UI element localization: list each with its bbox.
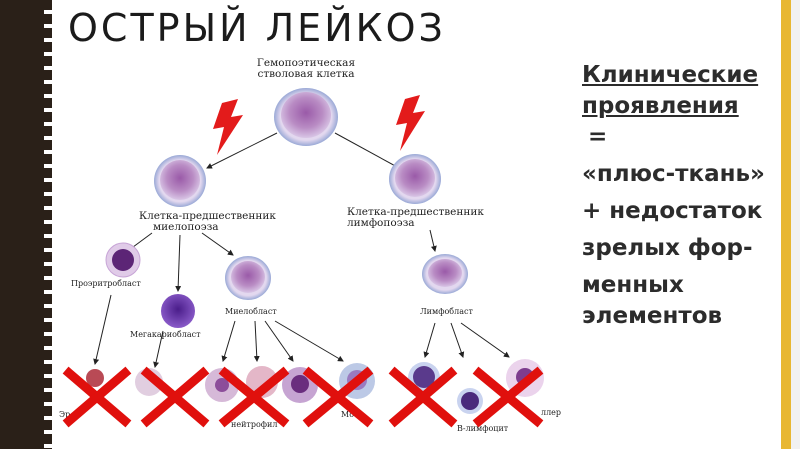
arrow [274,320,344,362]
myeloid-precursor-cell [154,155,206,207]
arrow [423,322,436,358]
arrow [460,322,510,358]
cross-marks [62,366,544,428]
left-frame-decoration [0,0,52,449]
proerythroblast-cell [105,242,141,278]
monocyte-label: Мо [341,410,354,419]
clinical-text-block: Клинические проявления = «плюс-ткань» + … [582,60,782,332]
slide-title: ОСТРЫЙ ЛЕЙКОЗ [68,6,446,50]
arrow [175,234,182,292]
megakaryoblast-label: Мегакариобласт [130,330,201,339]
arrow [253,320,260,362]
arrow [93,294,112,365]
myeloid-precursor-label-1: Клетка-предшественник [139,210,276,222]
right-gold-bar [781,0,791,449]
mature-forms-text: зрелых фор- [582,235,753,261]
arrow [450,322,465,358]
clinical-heading-2: проявления [582,93,739,119]
plus-tissue-text: «плюс-ткань» [582,161,765,187]
right-edge [791,0,800,449]
arrow [264,320,294,362]
cross-icon [62,366,132,428]
myeloblast-cell [225,256,271,300]
clinical-heading-1: Клинические [582,62,759,88]
myeloblast-label: Миелобласт [225,307,277,316]
cross-icon [388,366,458,428]
deficiency-text: + недостаток [582,198,763,224]
bottom-cells [86,359,544,414]
stem-cell-label-1: Гемопоэтическая [257,57,356,69]
equals-sign: = [588,124,608,150]
arrow [206,132,278,169]
lymphoid-precursor-label-2: лимфопоэза [347,217,415,229]
proerythroblast-label: Проэритробласт [71,279,141,288]
cross-icon [472,366,544,428]
arrow [429,229,437,252]
b-lymphocyte-label: В-лимфоцит [457,424,509,433]
stem-cell [274,88,338,146]
lightning-icon [213,99,243,155]
myeloid-precursor-label-2: миелопоэза [153,221,219,233]
hematopoiesis-diagram: Гемопоэтическая стволовая клетка Клетка-… [57,55,586,437]
lymphoid-precursor-cell [389,154,441,204]
cross-icon [302,366,374,428]
erythrocyte-label: Эр [59,410,70,419]
lymphoblast-cell [422,254,468,294]
elements-text-2: элементов [582,303,723,329]
arrow [221,320,236,362]
killer-label: ллер [541,408,561,417]
lightning-icon [396,95,425,151]
neutrophil-label: нейтрофил [231,420,277,429]
cross-icon [140,366,210,428]
arrow [201,232,234,256]
lymphoid-precursor-label-1: Клетка-предшественник [347,206,484,218]
lymphoblast-label: Лимфобласт [420,307,473,316]
arrow [334,132,400,169]
cross-icon [218,366,290,428]
megakaryoblast-cell [161,294,195,328]
stem-cell-label-2: стволовая клетка [257,68,354,80]
elements-text-1: менных [582,272,684,298]
arrow [153,330,164,368]
